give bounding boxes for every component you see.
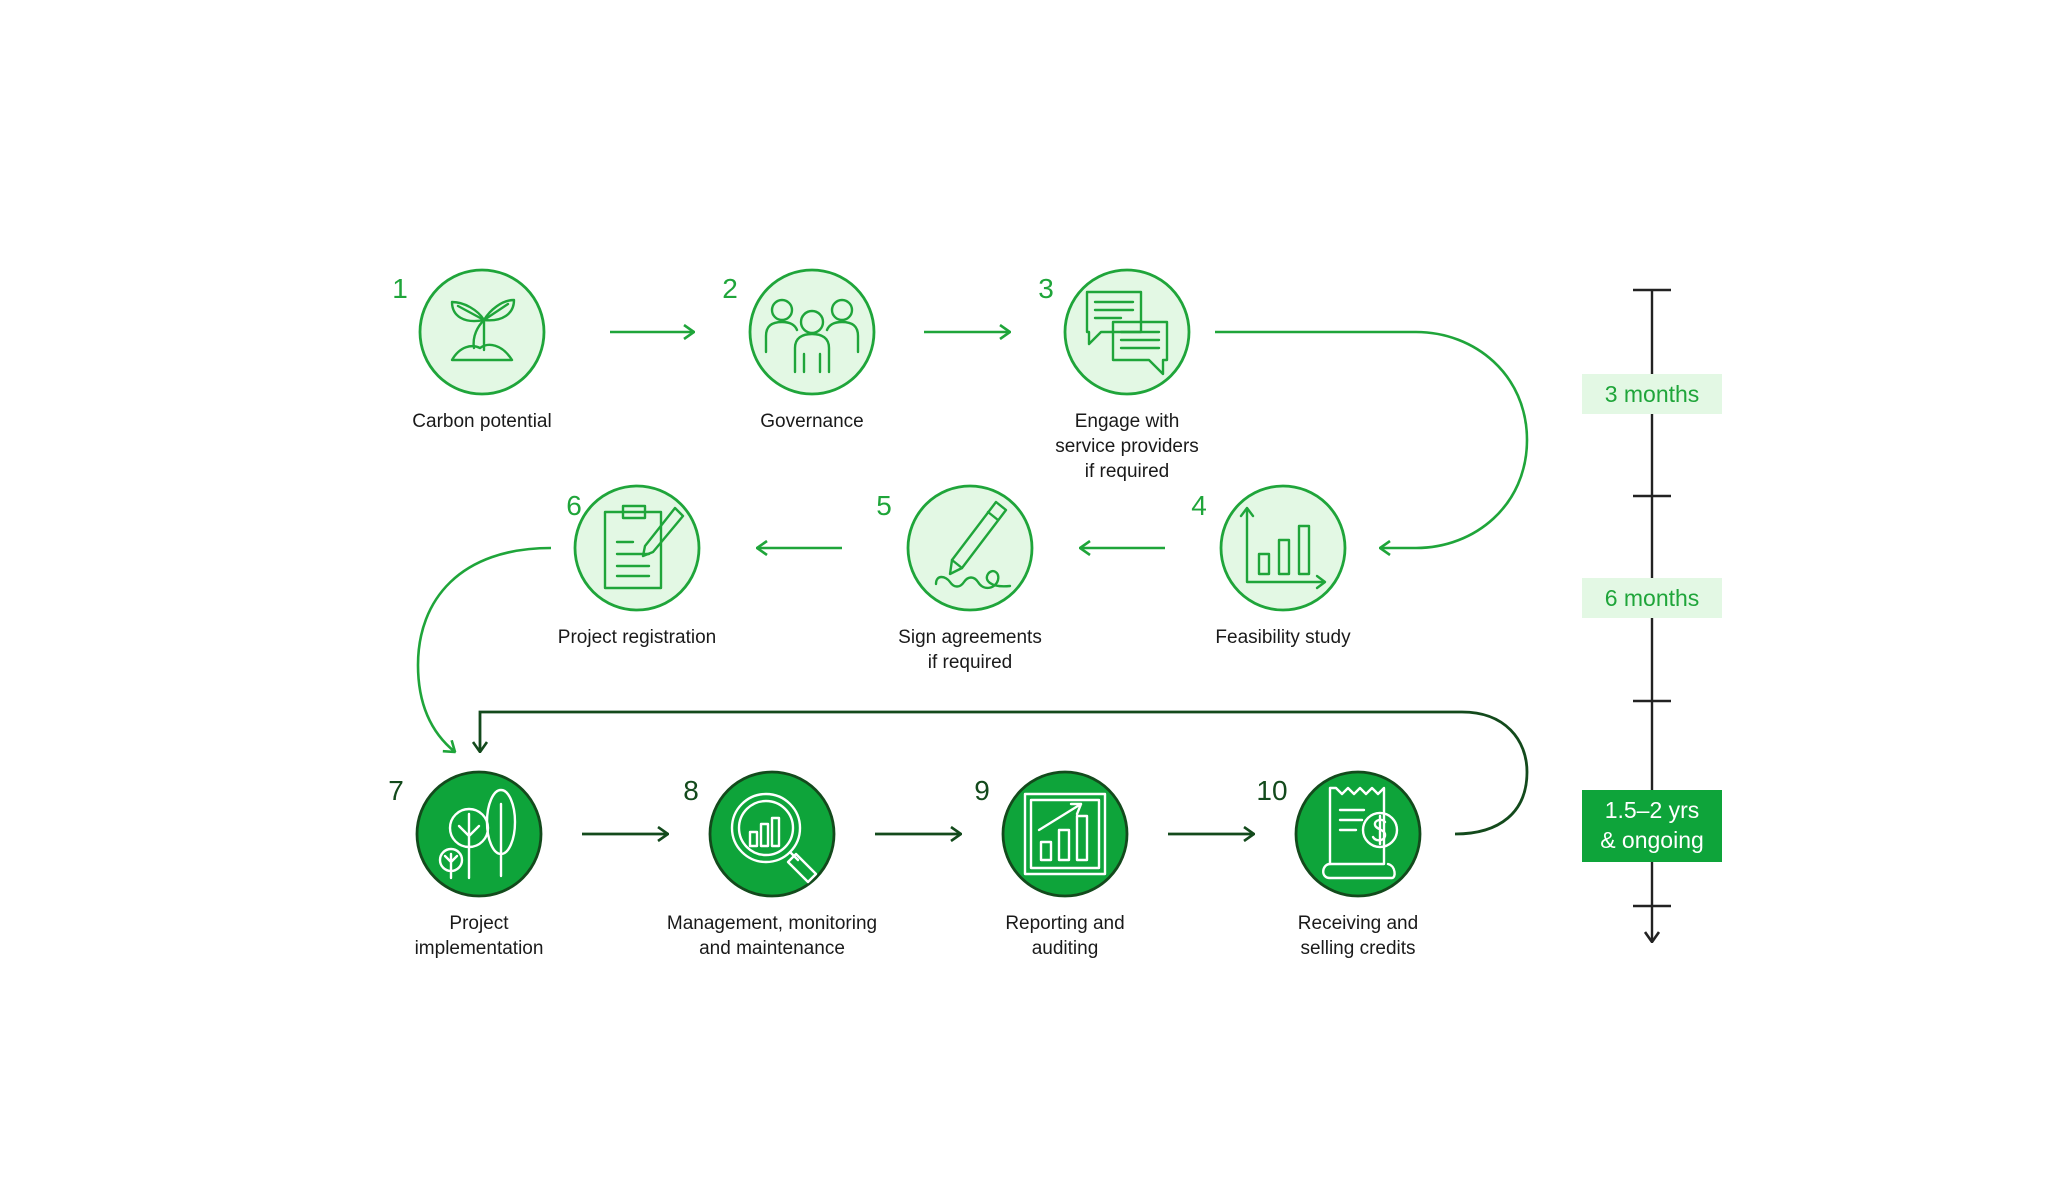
timeline-label-ongoing: 1.5–2 yrs [1605,797,1700,823]
step-label: implementation [415,938,544,959]
arrow-3-to-4 [1215,330,1529,548]
timeline-label-3-months: 3 months [1605,381,1700,407]
step-number: 8 [683,775,699,806]
step-number: 10 [1256,775,1287,806]
step-label: Governance [760,411,864,432]
step-label: and maintenance [699,938,845,959]
step-circle [906,484,1034,612]
step-label: Management, monitoring [667,913,877,934]
step-number: 1 [392,273,408,304]
step-circle [1219,484,1347,612]
step-label: Carbon potential [412,411,551,432]
timeline-label-ongoing: & ongoing [1600,827,1704,853]
timeline-label-bg [1582,790,1722,862]
people-icon [764,298,860,374]
connectors [416,330,1529,836]
step-label: Feasibility study [1215,627,1351,648]
step-number: 9 [974,775,990,806]
step-label: Receiving and [1298,913,1418,934]
step-label: service providers [1055,436,1199,457]
timeline-label-bg [1582,374,1722,414]
step-number: 2 [722,273,738,304]
step-label: Reporting and [1005,913,1124,934]
step-number: 4 [1191,490,1207,521]
arrow-10-loop [480,710,1529,836]
clipboard-icon [603,504,685,590]
step-number: 5 [876,490,892,521]
step-label: Project [449,913,509,934]
bar-chart-icon [1239,506,1327,590]
receipt-dollar-icon [1322,786,1399,880]
pen-signature-icon [934,500,1012,590]
step-circle [573,484,701,612]
chat-bubbles-icon [1085,290,1169,376]
timeline-label-bg [1582,578,1722,618]
step-circle [415,770,543,898]
timeline-label-6-months: 6 months [1605,585,1700,611]
trees-icon [438,788,517,880]
step-label: if required [1085,461,1170,482]
step-circle [1001,770,1129,898]
step-label: if required [928,652,1013,673]
step-number: 3 [1038,273,1054,304]
step-label: Project registration [558,627,716,648]
step-circle [418,268,546,396]
timeline: 3 months 6 months 1.5–2 yrs & ongoing [1582,288,1722,942]
step-label: selling credits [1300,938,1415,959]
growth-chart-icon [1023,792,1107,876]
step-label: Sign agreements [898,627,1042,648]
arrow-6-to-7 [416,546,552,752]
step-label: Engage with [1075,411,1180,432]
step-number: 7 [388,775,404,806]
step-number: 6 [566,490,582,521]
step-label: auditing [1032,938,1099,959]
magnifier-chart-icon [730,792,818,884]
sprout-icon [450,298,516,362]
